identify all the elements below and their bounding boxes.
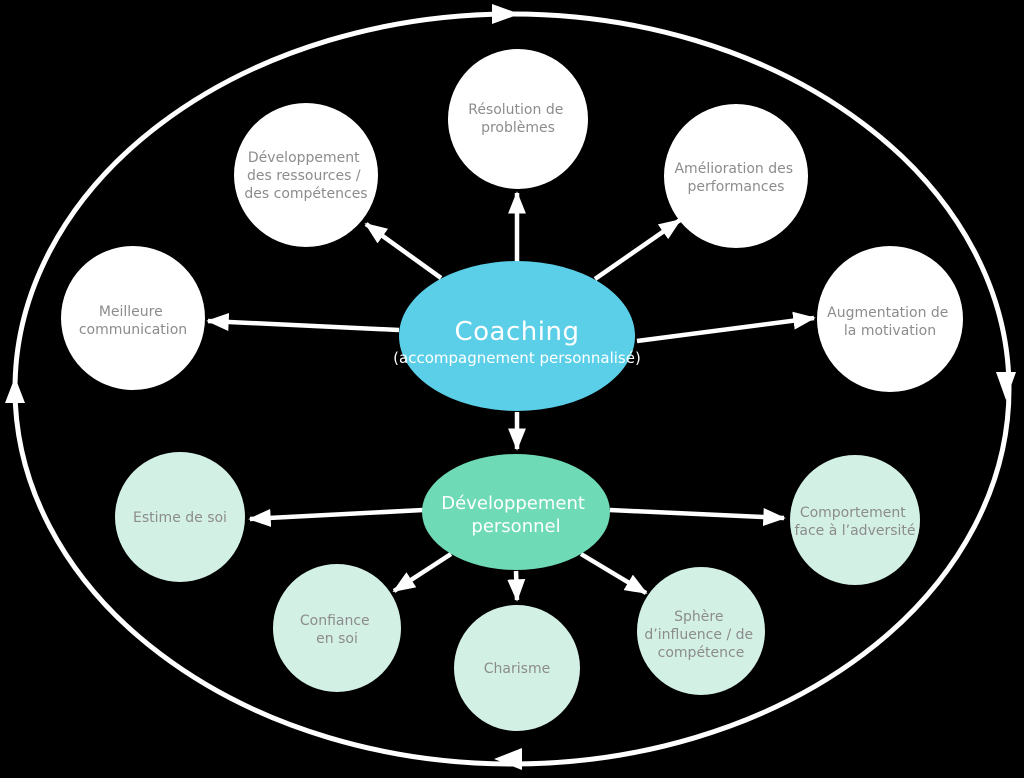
node-sphere-circle	[637, 567, 765, 695]
arrow-developpement-to-sphere	[579, 552, 648, 595]
cycle-arrowhead-right-icon	[996, 372, 1016, 400]
node-resolution-circle	[448, 49, 588, 189]
node-estime: Estime de soi	[115, 452, 245, 582]
node-motivation-label: Augmentation de la motivation	[827, 305, 953, 339]
node-sphere: Sphère d’influence / de compétence	[637, 567, 765, 695]
cycle-arrowhead-bottom-icon	[494, 748, 522, 770]
node-estime-circle	[115, 452, 245, 582]
node-ressources-label: Développement des ressources / des compé…	[244, 150, 367, 202]
node-comportement-circle	[790, 455, 920, 585]
node-charisme: Charisme	[454, 605, 580, 731]
node-charisme-label: Charisme	[484, 661, 550, 677]
node-confiance: Confiance en soi	[273, 564, 401, 692]
node-ressources: Développement des ressources / des compé…	[234, 103, 378, 247]
node-sphere-label: Sphère d’influence / de compétence	[644, 609, 757, 661]
arrow-coaching-to-motivation	[636, 311, 816, 344]
hub-developpement-label: Développement personnel	[441, 493, 590, 537]
hub-coaching-title: Coaching	[455, 317, 580, 347]
outer-cycle	[5, 4, 1016, 770]
arrow-developpement-to-confiance	[392, 552, 453, 593]
node-confiance-label: Confiance en soi	[300, 613, 374, 647]
node-confiance-circle	[273, 564, 401, 692]
node-comportement-label: Comportement face à l’adversité	[794, 505, 915, 539]
node-performances-label: Amélioration des performances	[674, 161, 797, 195]
node-communication-circle	[61, 246, 205, 390]
node-performances-circle	[664, 104, 808, 248]
hub-developpement: Développement personnel	[422, 454, 610, 570]
node-motivation-circle	[817, 246, 963, 392]
cycle-arrowhead-left-icon	[5, 377, 25, 403]
node-motivation: Augmentation de la motivation	[817, 246, 963, 392]
node-charisme-circle	[454, 605, 580, 731]
hub-coaching-ellipse	[399, 261, 635, 411]
node-resolution: Résolution de problèmes	[448, 49, 588, 189]
node-estime-label: Estime de soi	[133, 510, 227, 526]
node-performances: Amélioration des performances	[664, 104, 808, 248]
arrow-coaching-to-performances	[593, 218, 682, 281]
node-resolution-label: Résolution de problèmes	[468, 102, 568, 136]
edges	[206, 191, 816, 602]
arrow-developpement-to-comportement	[609, 507, 786, 527]
node-communication-label: Meilleure communication	[79, 304, 187, 338]
hub-coaching: Coaching (accompagnement personnalisé)	[393, 261, 641, 411]
node-ressources-circle	[234, 103, 378, 247]
cycle-arrowhead-top-icon	[492, 4, 520, 24]
arrow-developpement-to-charisme	[507, 570, 526, 602]
arrow-coaching-to-ressources	[364, 222, 443, 280]
hub-developpement-ellipse	[422, 454, 610, 570]
arrow-developpement-to-estime	[248, 507, 424, 527]
hub-coaching-subtitle: (accompagnement personnalisé)	[393, 349, 641, 367]
arrow-coaching-to-communication	[206, 312, 400, 333]
node-communication: Meilleure communication	[61, 246, 205, 390]
node-comportement: Comportement face à l’adversité	[790, 455, 920, 585]
